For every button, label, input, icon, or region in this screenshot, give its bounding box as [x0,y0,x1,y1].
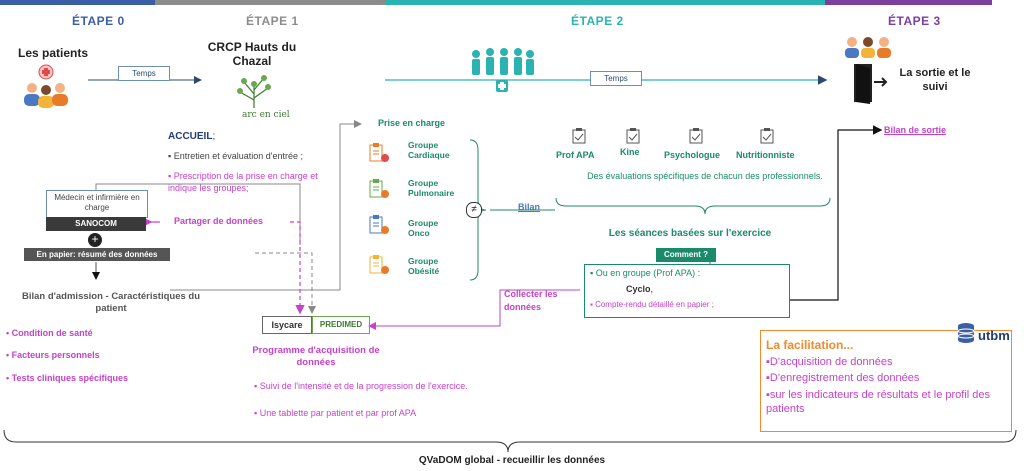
utbm-logo: utbm [978,328,1010,343]
stage2-bar [385,0,825,5]
plus-icon: + [88,233,102,247]
stage1-bar [155,0,385,5]
prof-0: Prof APA [556,150,595,160]
predimed-logo: PREDIMED [312,316,370,334]
left-item-1: • Facteurs personnels [6,350,100,360]
isycare-logo: Isycare [262,316,312,334]
temps-box-step0: Temps [118,66,170,81]
stage3-bar [825,0,992,5]
cyclo-text: Cyclo, [626,284,654,294]
left-item-2: • Tests cliniques spécifiques [6,373,129,383]
exit-people-icon [842,34,898,109]
temps-box-step2: Temps [590,71,642,86]
prescription-text: ▪ Prescription de la prise en charge et … [168,171,318,193]
entretien-text: ▪ Entretien et évaluation d'entrée ; [168,151,304,161]
facilitation-item-2: ▪sur les indicateurs de résultats et le … [766,389,991,415]
papier-box: En papier: résumé des données [24,248,170,261]
clipboard-profapa-icon [572,128,586,149]
medical-team-icon [466,44,538,103]
neq-symbol: ≠ [466,202,482,218]
prof-3: Nutritionniste [736,150,795,160]
stage0-title: ÉTAPE 0 [72,14,125,28]
bilan-sortie: Bilan de sortie [884,125,947,135]
medecin-label: Médecin et infirmière en charge [54,193,140,212]
patients-icon [18,64,74,113]
prof-1: Kine [620,147,640,157]
group-3: Groupe Obésité [408,256,440,276]
seances-box [584,264,790,318]
group-2: Groupe Onco [408,218,439,238]
clipboard-obesite-icon [368,254,390,281]
stage2-title: ÉTAPE 2 [571,14,624,28]
clipboard-kine-icon [626,128,640,149]
clipboard-nutritionniste-icon [760,128,774,149]
medecin-box: Médecin et infirmière en charge [46,190,148,218]
compte-text: ▪ Compte-rendu détaillé en papier ; [590,300,714,309]
groupe-text: ▪ Ou en groupe (Prof APA) : [590,268,701,278]
eval-text: Des évaluations spécifiques de chacun de… [587,171,823,181]
bilan-admission: Bilan d'admission - Caractéristiques du … [21,291,201,314]
prise-title: Prise en charge [378,118,446,128]
database-icon [956,322,976,349]
left-item-0: • Condition de santé [6,328,93,338]
collecter-label: Collecter les données [504,289,558,312]
sanocom-box: SANOCOM [46,217,146,231]
group-0: Groupe Cardiaque [408,140,450,160]
partager-label: Partager de données [174,216,264,226]
logo-text: arc en ciel [242,110,290,120]
facilitation-title: La facilitation... [766,338,854,352]
footer-title: QVaDOM global - recueillir les données [418,455,606,466]
patients-label: Les patients [18,46,89,60]
crcp-title: CRCP Hauts du Chazal [207,40,297,68]
comment-box: Comment ? [656,248,716,262]
facilitation-box [760,330,1012,432]
clipboard-cardiaque-icon [368,142,390,169]
facilitation-item-0: ▪D'acquisition de données [766,356,893,368]
bilan-label: Bilan [518,202,541,212]
tree-logo-icon [226,72,282,117]
stage0-bar [0,0,155,5]
group-1: Groupe Pulmonaire [408,178,455,198]
clipboard-psychologue-icon [689,128,703,149]
program-item-1: ▪ Une tablette par patient et par prof A… [254,408,417,418]
program-title: Programme d'acquisition de données [252,345,380,368]
clipboard-onco-icon [368,214,390,241]
sortie-label: La sortie et le suivi [899,67,971,93]
clipboard-pulmonaire-icon [368,178,390,205]
seances-title: Les séances basées sur l'exercice [608,228,772,239]
stage3-title: ÉTAPE 3 [888,14,941,28]
accueil-label: ACCUEIL; [168,131,216,142]
prof-2: Psychologue [664,150,721,160]
stage1-title: ÉTAPE 1 [246,14,299,28]
program-item-0: ▪ Suivi de l'intensité et de la progress… [254,381,468,391]
facilitation-item-1: ▪D'enregistrement des données [766,372,920,384]
